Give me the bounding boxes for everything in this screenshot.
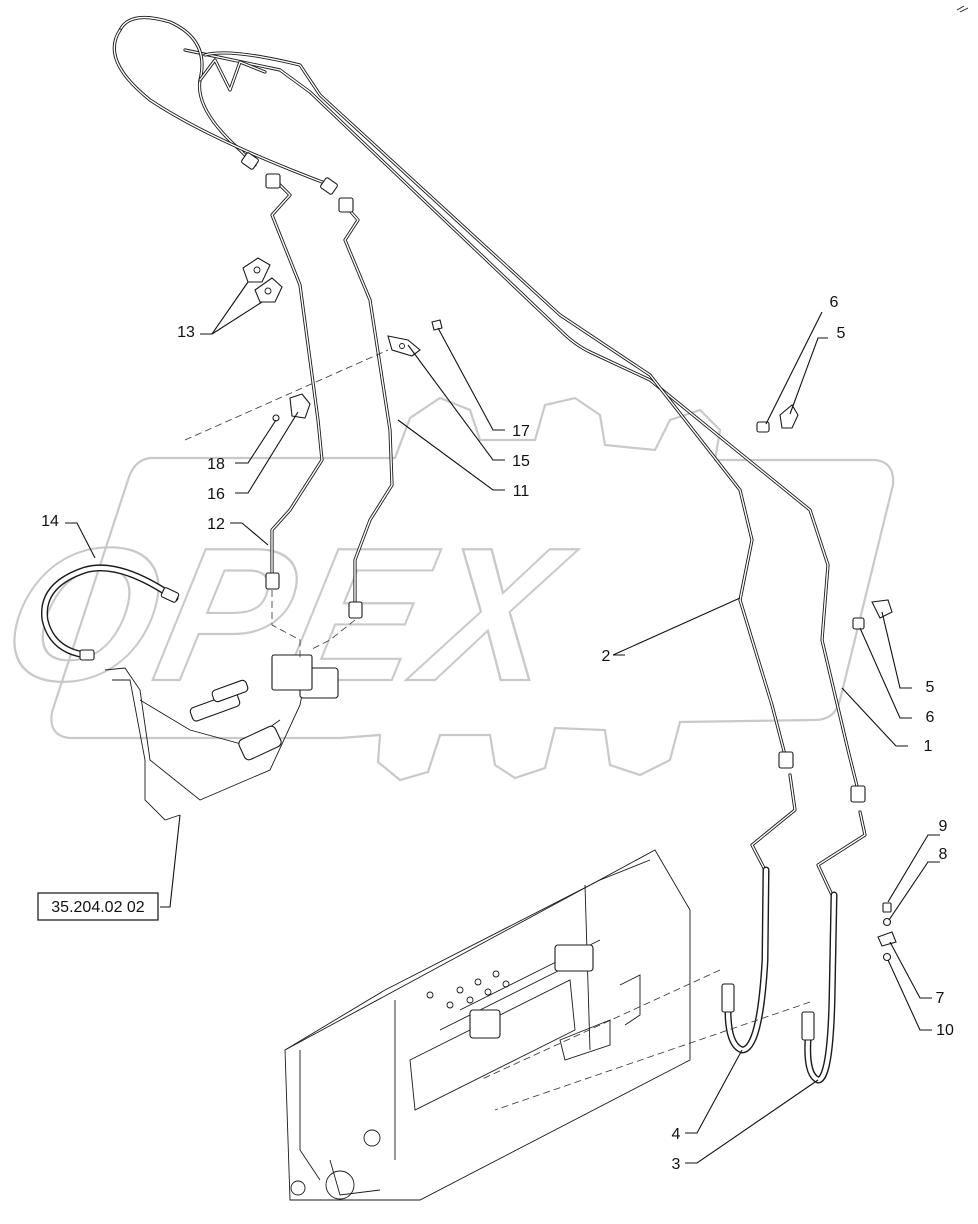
leader-lines bbox=[65, 281, 940, 1164]
pipe-11[interactable] bbox=[338, 197, 394, 619]
pipe-12[interactable] bbox=[265, 173, 324, 590]
pipe-11-fitting-top bbox=[338, 197, 354, 213]
callout-4[interactable]: 4 bbox=[672, 1126, 681, 1143]
clamp-16[interactable] bbox=[289, 393, 311, 419]
bolt-17[interactable] bbox=[431, 319, 443, 331]
callout-7[interactable]: 7 bbox=[936, 990, 945, 1007]
assembly-line-13-15 bbox=[184, 349, 389, 441]
upper-hose-loops[interactable] bbox=[112, 15, 338, 195]
callout-6-lower[interactable]: 6 bbox=[926, 709, 935, 726]
callout-9[interactable]: 9 bbox=[939, 818, 948, 835]
pipe-1-fitting bbox=[850, 785, 866, 803]
assembly-line-hose-3 bbox=[494, 1001, 811, 1111]
callout-17[interactable]: 17 bbox=[512, 423, 530, 440]
pipe-2[interactable] bbox=[203, 51, 794, 769]
reference-box[interactable]: 35.204.02 02 bbox=[37, 892, 159, 921]
callout-10[interactable]: 10 bbox=[936, 1022, 954, 1039]
callout-13[interactable]: 13 bbox=[177, 324, 195, 341]
callout-16[interactable]: 16 bbox=[207, 486, 225, 503]
callout-6-upper[interactable]: 6 bbox=[830, 294, 839, 311]
pipe-12-fitting-top bbox=[265, 173, 281, 189]
callout-5-upper[interactable]: 5 bbox=[837, 325, 846, 342]
callout-5-lower[interactable]: 5 bbox=[926, 679, 935, 696]
clamp-5-upper[interactable] bbox=[779, 404, 799, 429]
corner-mark bbox=[956, 5, 969, 13]
nut-10[interactable] bbox=[882, 952, 892, 962]
pipe-2-fitting bbox=[778, 751, 794, 769]
callout-3[interactable]: 3 bbox=[672, 1156, 681, 1173]
bolt-9[interactable] bbox=[882, 902, 892, 913]
callout-18[interactable]: 18 bbox=[207, 456, 225, 473]
clamp-5-lower[interactable] bbox=[871, 599, 893, 619]
callout-8[interactable]: 8 bbox=[939, 846, 948, 863]
pipe-11-fitting-bottom bbox=[348, 601, 363, 619]
callout-14[interactable]: 14 bbox=[41, 513, 59, 530]
assembly-line-hose-4 bbox=[479, 969, 721, 1081]
reference-box-label: 35.204.02 02 bbox=[51, 899, 145, 916]
clamp-7[interactable] bbox=[877, 931, 897, 947]
watermark-gear-outline bbox=[50, 396, 895, 782]
hose-4[interactable] bbox=[721, 773, 797, 1054]
loader-frame bbox=[284, 849, 691, 1201]
clamp-13-upper[interactable] bbox=[242, 257, 271, 283]
callout-labels: 6 5 13 17 18 15 16 11 14 12 2 5 6 1 9 8 … bbox=[41, 294, 954, 1173]
plate-15[interactable] bbox=[387, 335, 421, 357]
pipe-12-fitting-bottom bbox=[265, 572, 280, 590]
bolt-6-lower[interactable] bbox=[852, 617, 865, 630]
hose-14[interactable] bbox=[41, 564, 180, 661]
callout-1[interactable]: 1 bbox=[924, 738, 933, 755]
washer-8[interactable] bbox=[882, 917, 892, 927]
callout-12[interactable]: 12 bbox=[207, 516, 225, 533]
callout-2[interactable]: 2 bbox=[602, 648, 611, 665]
coupler-assembly[interactable] bbox=[104, 590, 356, 821]
callout-15[interactable]: 15 bbox=[512, 453, 530, 470]
clamp-13-lower[interactable] bbox=[254, 277, 283, 303]
bolt-6-upper[interactable] bbox=[756, 421, 770, 433]
pipe-1[interactable] bbox=[183, 48, 866, 803]
callout-11[interactable]: 11 bbox=[513, 483, 530, 500]
hose-3[interactable] bbox=[801, 810, 867, 1084]
